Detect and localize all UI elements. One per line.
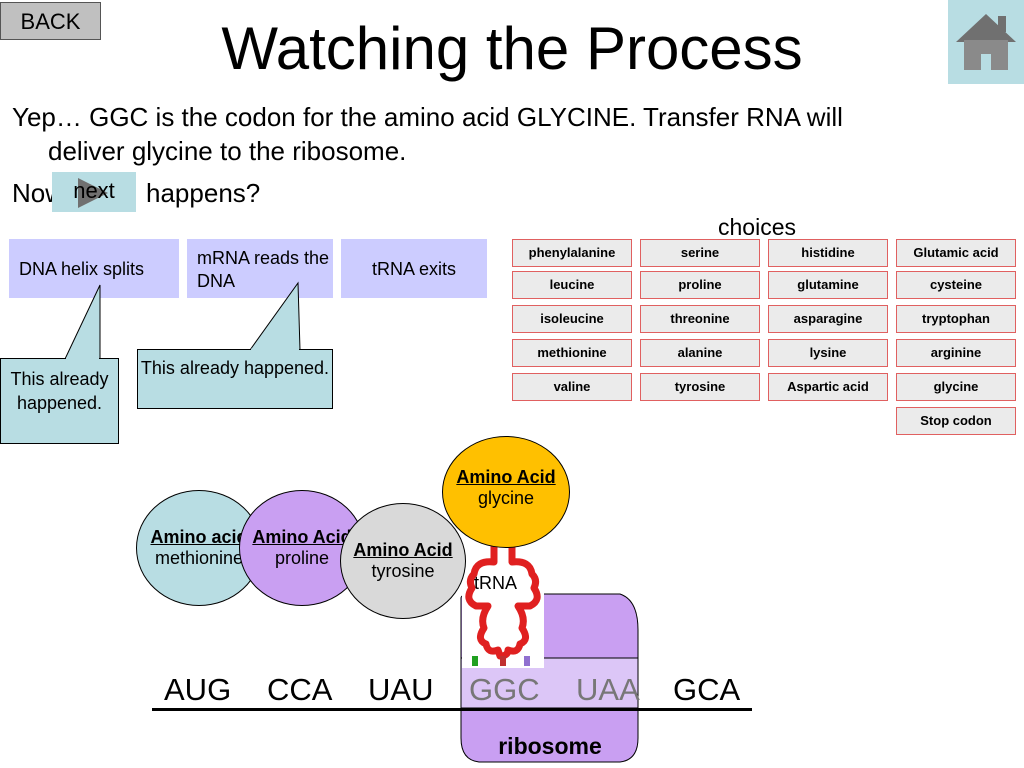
- amino-acid-title: Amino Acid: [252, 527, 352, 547]
- choice-glycine[interactable]: glycine: [896, 373, 1016, 401]
- choice-alanine[interactable]: alanine: [640, 339, 760, 367]
- explanation-line-2: deliver glycine to the ribosome.: [48, 136, 407, 166]
- choice-valine[interactable]: valine: [512, 373, 632, 401]
- trna-icon: [462, 540, 544, 668]
- page-title: Watching the Process: [221, 15, 803, 82]
- explanation-text: Yep… GGC is the codon for the amino acid…: [12, 100, 992, 168]
- amino-acid-name: proline: [274, 548, 330, 568]
- choices-label: choices: [718, 214, 796, 240]
- choice-aspartic-acid[interactable]: Aspartic acid: [768, 373, 888, 401]
- codon: UAU: [368, 672, 434, 707]
- next-label: next: [73, 178, 115, 203]
- amino-acid-title: Amino acid: [150, 527, 248, 547]
- choice-proline[interactable]: proline: [640, 271, 760, 299]
- callout-already-happened-1: This already happened.: [0, 358, 119, 444]
- amino-acid-glycine: Amino Acid glycine: [442, 436, 570, 548]
- choice-tryptophan[interactable]: tryptophan: [896, 305, 1016, 333]
- amino-acid-name: glycine: [477, 488, 535, 508]
- callout-pointers: [64, 281, 301, 360]
- choice-isoleucine[interactable]: isoleucine: [512, 305, 632, 333]
- next-button[interactable]: next: [52, 172, 136, 212]
- question-end: happens?: [146, 178, 261, 208]
- choice-cysteine[interactable]: cysteine: [896, 271, 1016, 299]
- choice-serine[interactable]: serine: [640, 239, 760, 267]
- step-trna-exits[interactable]: tRNA exits: [341, 239, 487, 298]
- amino-acid-title: Amino Acid: [353, 540, 453, 560]
- callout-pointer-joins: [66, 348, 299, 361]
- codon: CCA: [267, 672, 333, 707]
- back-button[interactable]: BACK: [0, 2, 101, 40]
- trna-label: tRNA: [474, 573, 518, 593]
- choice-glutamine[interactable]: glutamine: [768, 271, 888, 299]
- choice-histidine[interactable]: histidine: [768, 239, 888, 267]
- amino-acid-name: tyrosine: [371, 561, 435, 581]
- choice-threonine[interactable]: threonine: [640, 305, 760, 333]
- codon: GGC: [469, 672, 540, 707]
- codon: AUG: [164, 672, 232, 707]
- amino-acid-tyrosine: Amino Acid tyrosine: [340, 503, 466, 619]
- choice-arginine[interactable]: arginine: [896, 339, 1016, 367]
- explanation-line-1: Yep… GGC is the codon for the amino acid…: [12, 102, 843, 132]
- choice-asparagine[interactable]: asparagine: [768, 305, 888, 333]
- house-icon: [956, 14, 1016, 70]
- codon: GCA: [673, 672, 741, 707]
- amino-acid-title: Amino Acid: [456, 467, 556, 487]
- amino-acid-name: methionine: [154, 548, 244, 568]
- codon: UAA: [576, 672, 640, 707]
- callout-already-happened-2: This already happened.: [137, 349, 333, 409]
- play-icon: [78, 178, 108, 208]
- choice-tyrosine[interactable]: tyrosine: [640, 373, 760, 401]
- choice-methionine[interactable]: methionine: [512, 339, 632, 367]
- choice-stop-codon[interactable]: Stop codon: [896, 407, 1016, 435]
- choice-lysine[interactable]: lysine: [768, 339, 888, 367]
- mrna-strand: AUG CCA UAU GGC UAA GCA: [152, 672, 752, 711]
- ribosome-label: ribosome: [498, 733, 602, 759]
- choice-leucine[interactable]: leucine: [512, 271, 632, 299]
- choice-phenylalanine[interactable]: phenylalanine: [512, 239, 632, 267]
- home-button[interactable]: [948, 0, 1024, 84]
- step-mrna-reads-dna[interactable]: mRNA reads the DNA: [187, 239, 333, 298]
- choice-glutamic-acid[interactable]: Glutamic acid: [896, 239, 1016, 267]
- step-dna-helix-splits[interactable]: DNA helix splits: [9, 239, 179, 298]
